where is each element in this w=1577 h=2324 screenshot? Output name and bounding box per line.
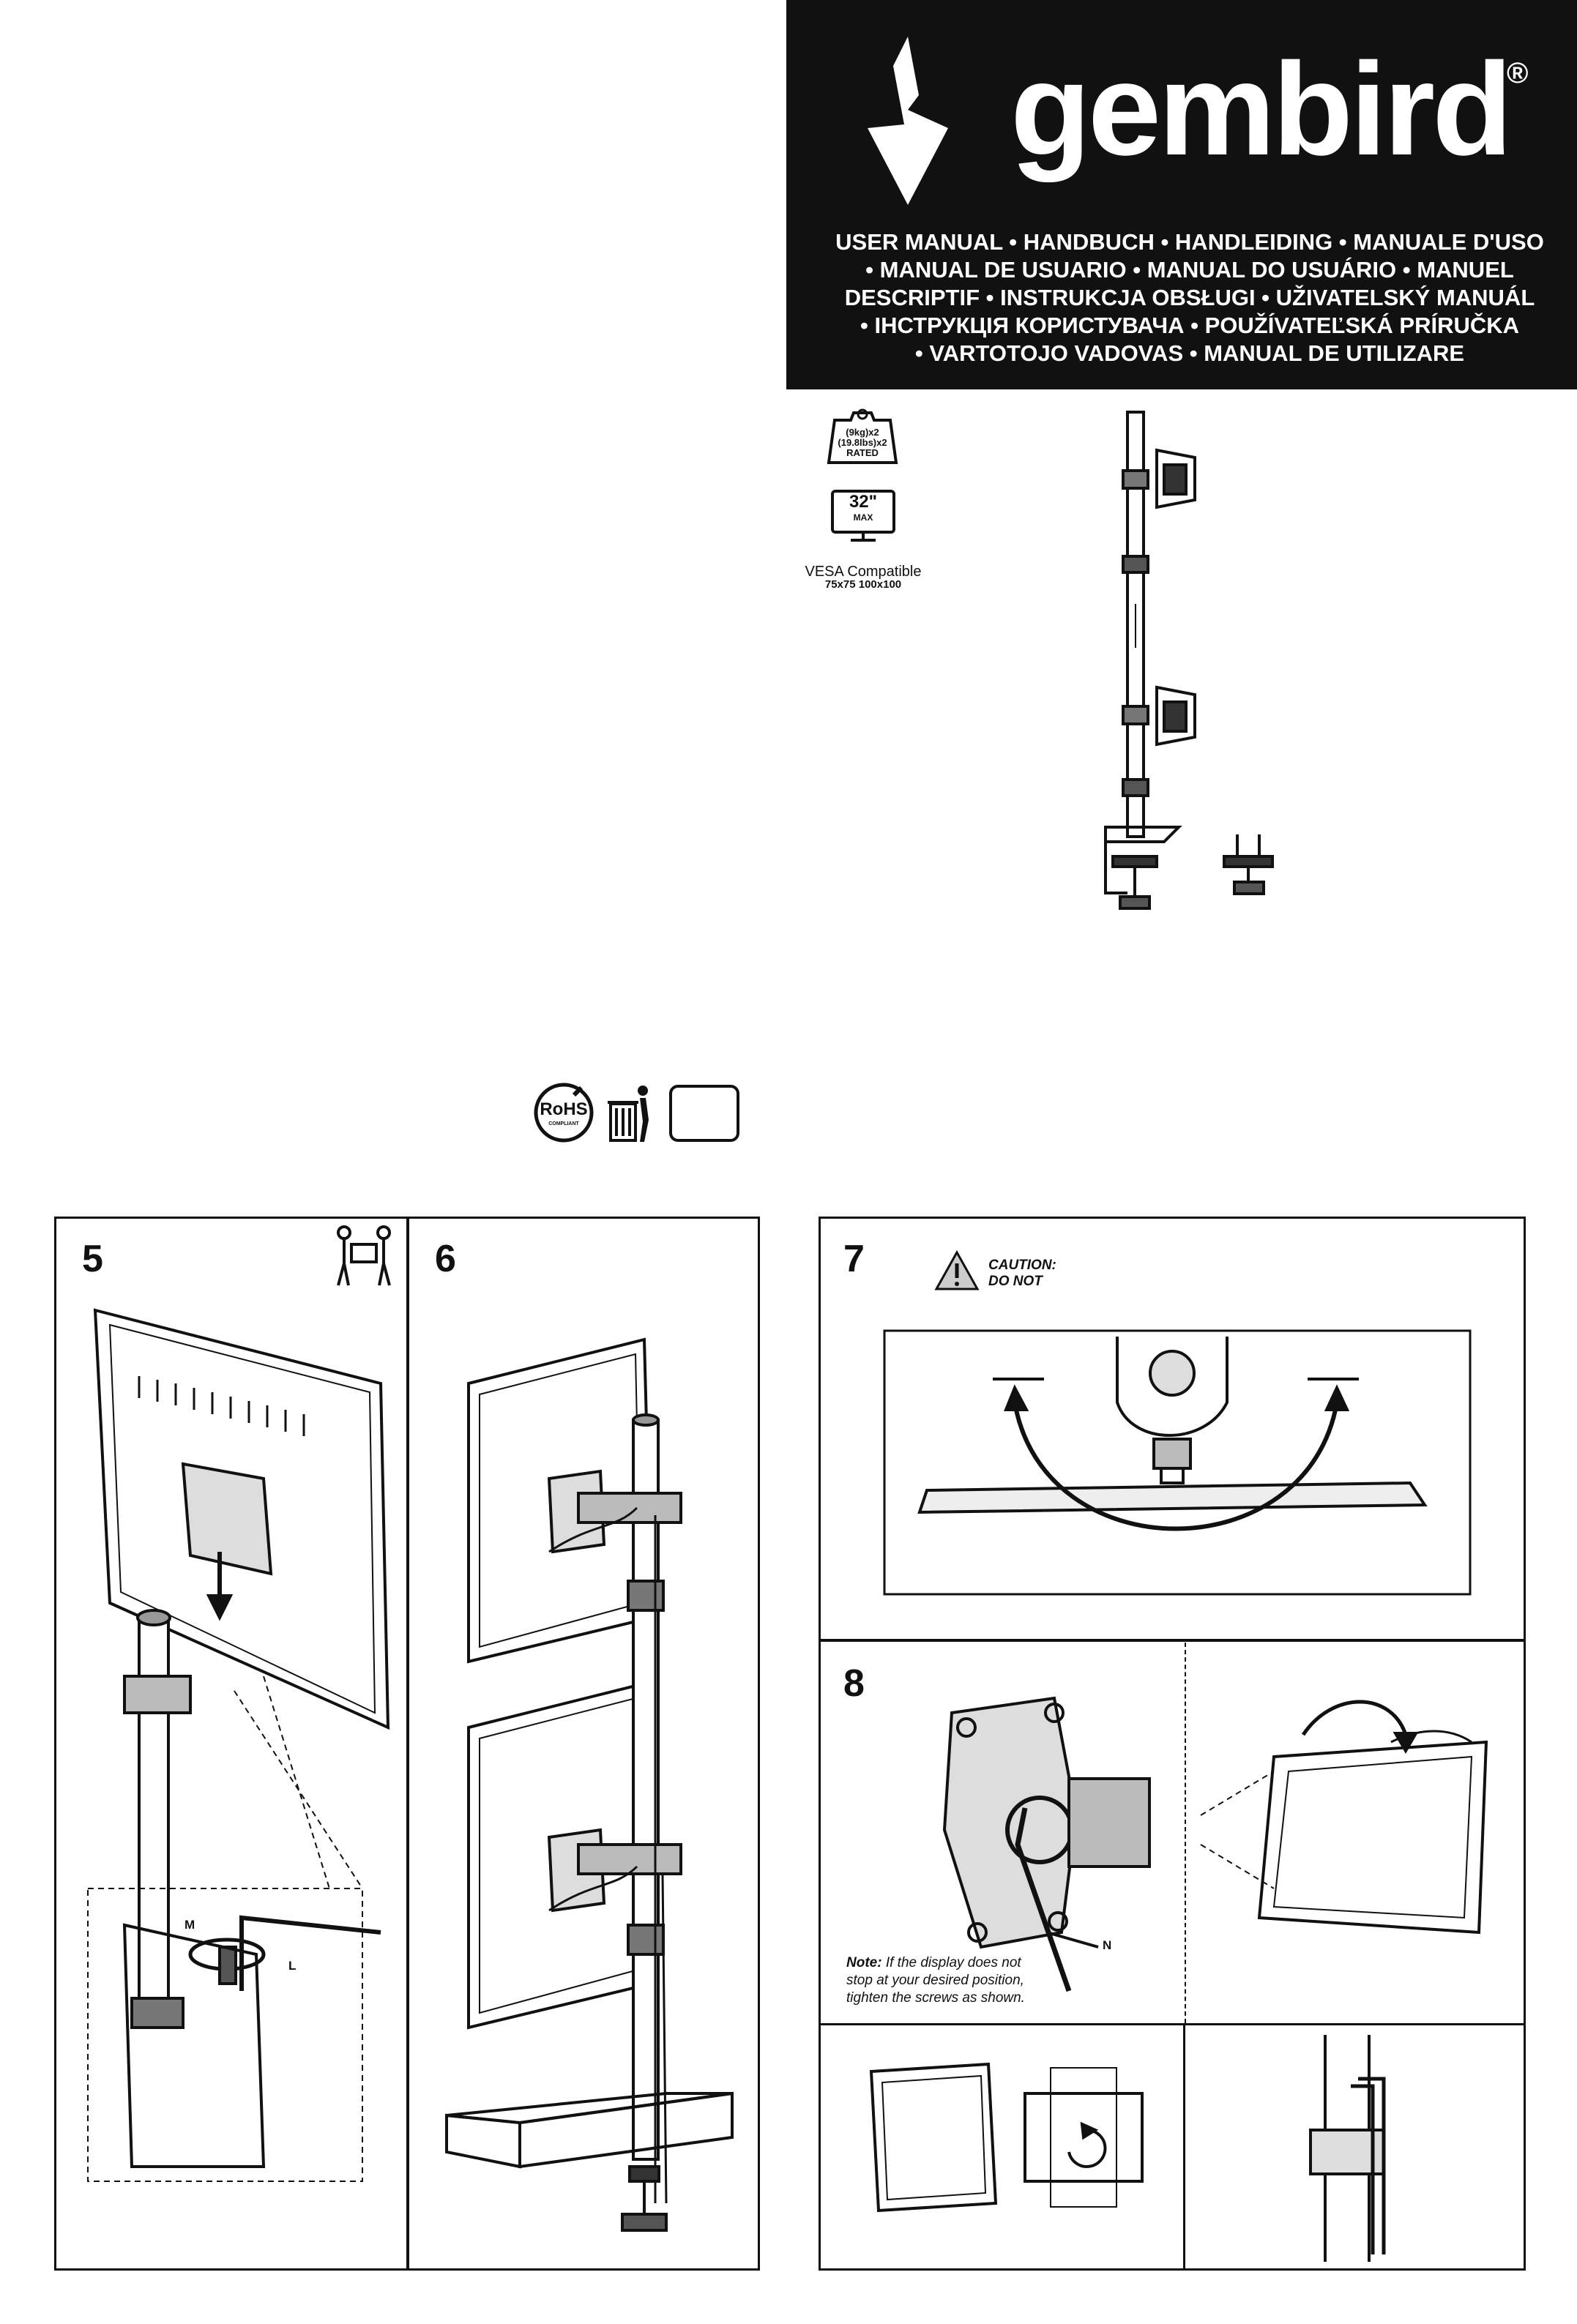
manual-title-line: USER MANUAL • HANDBUCH • HANDLEIDING • M… [835,229,1544,255]
step-8-rotate-illustration [869,2062,1144,2213]
manual-titles: USER MANUAL • HANDBUCH • HANDLEIDING • M… [827,228,1552,367]
step-8-number: 8 [843,1662,865,1705]
step-6-panel [407,1217,760,2271]
step-8-tighten-illustration [942,1696,1151,1992]
step-8-tilt-illustration [1200,1700,1488,1935]
weight-rating-line: (19.8lbs)x2 [838,437,887,448]
weight-rating-line: (9kg)x2 [846,427,879,438]
registered-mark: ® [1507,57,1529,89]
rohs-sublabel: COMPLIANT [548,1121,579,1126]
blank-badge [669,1085,739,1142]
warning-triangle-icon [934,1249,980,1290]
product-illustration [1104,411,1274,910]
step-8-cable-clip-illustration [1309,2035,1386,2262]
caution-line: DO NOT [988,1274,1043,1289]
monitor-size-icon [831,490,895,542]
note-line: tighten the screws as shown. [846,1990,1025,2006]
weight-rating-icon [827,408,898,464]
screen-size-max: MAX [853,512,873,523]
manual-title-line: DESCRIPTIF • INSTRUKCJA OBSŁUGI • UŽIVAT… [844,285,1535,310]
caution-text: CAUTION: DO NOT [988,1258,1056,1290]
step-8-panel [819,1640,1526,2271]
step-8-note: Note: If the display does not stop at yo… [846,1954,1154,2007]
note-text: If the display does not [881,1955,1021,1970]
gembird-arrow-logo-icon [868,37,948,205]
weight-rating-line: RATED [846,447,879,458]
manual-title-line: • VARTOTOJO VADOVAS • MANUAL DE UTILIZAR… [914,340,1465,366]
note-line: stop at your desired position, [846,1973,1024,1988]
manual-title-line: • MANUAL DE USUARIO • MANUAL DO USUÁRIO … [865,257,1514,283]
step-7-illustration [883,1329,1472,1596]
step-8-divider-dashed [1185,1643,1186,2023]
note-line: Note: If the display does not [846,1954,1154,1972]
screen-size-value: 32" [849,492,878,512]
weee-bin-icon [608,1086,649,1142]
step-6-number: 6 [435,1238,456,1280]
weight-rating-text: (9kg)x2 (19.8lbs)x2 RATED [826,427,899,458]
vesa-sizes: 75x75 100x100 [824,578,902,591]
step-5-number: 5 [82,1238,103,1280]
label-m: M [184,1918,195,1932]
rohs-icon [534,1083,594,1143]
label-n: N [1103,1938,1112,1952]
rohs-label: RoHS [540,1099,588,1119]
two-person-lift-icon [337,1225,391,1286]
step-6-illustration [445,1337,734,2232]
step-7-number: 7 [843,1238,865,1280]
manual-title-line: • ІНСТРУКЦІЯ КОРИСТУВАЧА • POUŽÍVATEĽSKÁ… [860,313,1519,338]
label-l: L [288,1959,297,1973]
note-prefix: Note: [846,1955,882,1970]
step-8-divider-vertical [1183,2023,1185,2271]
brand-logo: gembird [1010,36,1513,183]
caution-line: CAUTION: [988,1258,1056,1273]
header-banner [786,0,1577,389]
vesa-label: VESA Compatible [805,564,922,580]
step-5-illustration [87,1308,390,2182]
step-8-divider-horizontal [819,2023,1526,2025]
